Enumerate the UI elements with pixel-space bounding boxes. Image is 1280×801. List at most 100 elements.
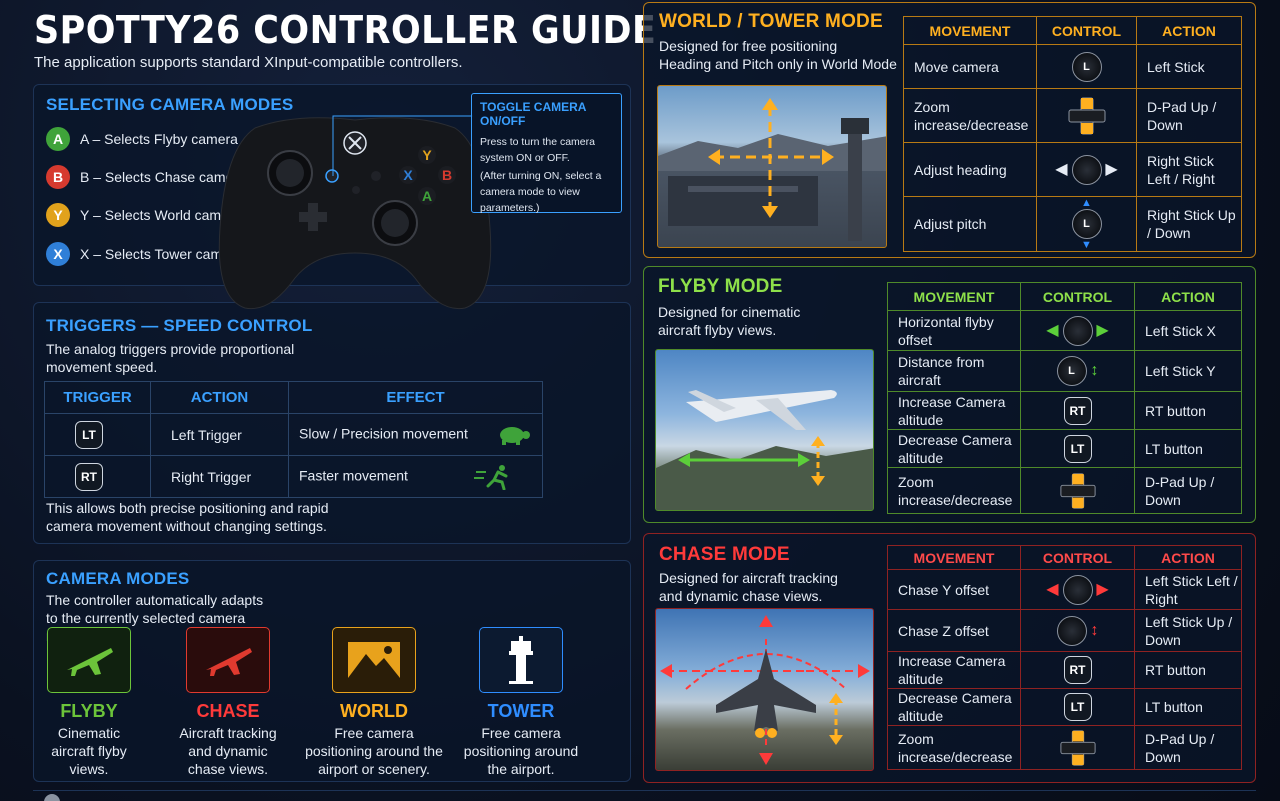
world-row2-movement: Zoom increase/decrease — [903, 88, 1037, 143]
controller-a-label: A — [422, 188, 432, 204]
flyby-movement-header: MOVEMENT — [887, 282, 1021, 311]
airplane-icon — [67, 648, 113, 676]
dpad-icon — [1059, 472, 1096, 509]
chase-row3-action: RT button — [1134, 651, 1242, 689]
table-row: RT Right Trigger Faster movement — [44, 455, 543, 498]
select-flyby-label: A – Selects Flyby camera — [80, 131, 238, 147]
mode-desc-tower: Free camera positioning around the airpo… — [463, 725, 579, 777]
triggers-note: This allows both precise positioning and… — [46, 500, 329, 534]
rt-action: Right Trigger — [150, 455, 289, 498]
chase-movement-header: MOVEMENT — [887, 545, 1021, 570]
table-row: Distance from aircraft L ↕ Left Stick Y — [887, 350, 1242, 392]
flyby-aircraft-image — [655, 349, 874, 511]
left-stick-icon — [1062, 574, 1093, 605]
a-button-icon: A — [46, 127, 70, 151]
toggle-title: TOGGLE CAMERA ON/OFF — [480, 100, 587, 128]
turtle-icon — [499, 426, 530, 445]
arrow-left-icon: ◀ — [1055, 160, 1068, 178]
chase-desc: Designed for aircraft tracking and dynam… — [659, 570, 838, 604]
arrow-updown-icon: ↕ — [1090, 621, 1099, 639]
world-row3-movement: Adjust heading — [903, 142, 1037, 197]
select-chase-row: B B – Selects Chase camera — [46, 165, 246, 189]
chase-title: CHASE MODE — [659, 544, 790, 565]
world-desc2: Heading and Pitch only in World Mode — [659, 56, 897, 72]
flyby-row4-action: LT button — [1134, 429, 1242, 468]
controller-x-label: X — [403, 167, 413, 183]
info-strip — [33, 790, 1256, 801]
world-control-header: CONTROL — [1036, 16, 1137, 45]
chase-control-header: CONTROL — [1020, 545, 1135, 570]
mode-name-world: WORLD — [340, 701, 408, 721]
mode-desc-chase: Aircraft tracking and dynamic chase view… — [179, 725, 277, 777]
triggers-desc: The analog triggers provide proportional… — [46, 341, 295, 375]
select-flyby-row: A A – Selects Flyby camera — [46, 127, 238, 151]
rt-trigger-icon: RT — [75, 462, 103, 491]
table-row: Decrease Camera altitude LT LT button — [887, 429, 1242, 468]
arrow-right-icon: ▶ — [1096, 321, 1109, 339]
left-stick-icon — [1056, 615, 1087, 646]
chase-row2-movement: Chase Z offset — [887, 609, 1021, 652]
left-stick-icon — [1062, 315, 1093, 346]
dpad-icon — [1068, 97, 1105, 134]
arrow-left-icon: ◀ — [1046, 580, 1059, 598]
table-row: LT Left Trigger Slow / Precision movemen… — [44, 413, 543, 456]
chase-row3-movement: Increase Camera altitude — [887, 651, 1021, 689]
select-tower-label: X – Selects Tower camera — [80, 246, 243, 262]
chase-row4-action: LT button — [1134, 688, 1242, 726]
lt-action: Left Trigger — [150, 413, 289, 456]
flyby-row2-movement: Distance from aircraft — [887, 350, 1021, 392]
right-stick-icon — [1071, 154, 1102, 185]
toggle-line1: Press to turn the camera system ON or OF… — [480, 136, 595, 164]
arrow-right-icon: ▶ — [1105, 160, 1118, 178]
select-world-row: Y Y – Selects World camera — [46, 203, 241, 227]
table-row: Increase Camera altitude RT RT button — [887, 391, 1242, 430]
table-row: Zoom increase/decrease D-Pad Up / Down — [887, 725, 1242, 770]
mode-desc-world: Free camera positioning around the airpo… — [305, 725, 443, 777]
effect-header: EFFECT — [288, 381, 543, 414]
world-title: WORLD / TOWER MODE — [659, 11, 883, 32]
y-button-icon: Y — [46, 203, 70, 227]
mode-name-flyby: FLYBY — [60, 701, 118, 721]
flyby-row3-action: RT button — [1134, 391, 1242, 430]
action-header: ACTION — [150, 381, 289, 414]
left-stick-icon: L — [1071, 51, 1102, 82]
table-row: Zoom increase/decrease D-Pad Up / Down — [903, 88, 1242, 143]
triggers-table: TRIGGER ACTION EFFECT LT Left Trigger Sl… — [44, 381, 543, 498]
flyby-table: MOVEMENT CONTROL ACTION Horizontal flyby… — [887, 282, 1242, 514]
world-action-header: ACTION — [1136, 16, 1242, 45]
table-row: Move camera L Left Stick — [903, 44, 1242, 89]
rt-trigger-icon: RT — [1063, 656, 1092, 684]
world-movement-header: MOVEMENT — [903, 16, 1037, 45]
lt-trigger-icon: LT — [75, 420, 103, 449]
select-chase-label: B – Selects Chase camera — [80, 169, 246, 185]
chase-table: MOVEMENT CONTROL ACTION Chase Y offset ◀… — [887, 545, 1242, 770]
select-tower-row: X X – Selects Tower camera — [46, 242, 242, 266]
lt-effect: Slow / Precision movement — [299, 425, 468, 442]
chase-row4-movement: Decrease Camera altitude — [887, 688, 1021, 726]
flyby-row2-action: Left Stick Y — [1134, 350, 1242, 392]
chase-row5-action: D-Pad Up / Down — [1134, 725, 1242, 770]
mode-name-tower: TOWER — [487, 701, 555, 721]
chase-row1-action: Left Stick Left / Right — [1134, 569, 1242, 610]
flyby-title: FLYBY MODE — [658, 276, 783, 297]
trigger-header: TRIGGER — [44, 381, 151, 414]
flyby-row5-action: D-Pad Up / Down — [1134, 467, 1242, 514]
flyby-row5-movement: Zoom increase/decrease — [887, 467, 1021, 514]
page-subtitle: The application supports standard XInput… — [34, 54, 463, 71]
table-row: Adjust pitch ▲ L ▼ Right Stick Up / Down — [903, 196, 1242, 252]
controller-b-label: B — [442, 167, 452, 183]
flyby-row1-movement: Horizontal flyby offset — [887, 310, 1021, 351]
flyby-row4-movement: Decrease Camera altitude — [887, 429, 1021, 468]
table-row: Decrease Camera altitude LT LT button — [887, 688, 1242, 726]
lt-trigger-icon: LT — [1063, 434, 1092, 463]
world-row1-movement: Move camera — [903, 44, 1037, 89]
info-icon — [44, 794, 60, 801]
table-row: Adjust heading ◀ ▶ Right Stick Left / Ri… — [903, 142, 1242, 197]
table-row: Zoom increase/decrease D-Pad Up / Down — [887, 467, 1242, 514]
lt-trigger-icon: LT — [1063, 693, 1092, 721]
mode-card-tower: TOWER Free camera positioning around the… — [446, 627, 596, 778]
x-button-icon: X — [46, 242, 70, 266]
chase-jet-image — [655, 608, 874, 771]
world-row3-action: Right Stick Left / Right — [1136, 142, 1242, 197]
flyby-row1-action: Left Stick X — [1134, 310, 1242, 351]
